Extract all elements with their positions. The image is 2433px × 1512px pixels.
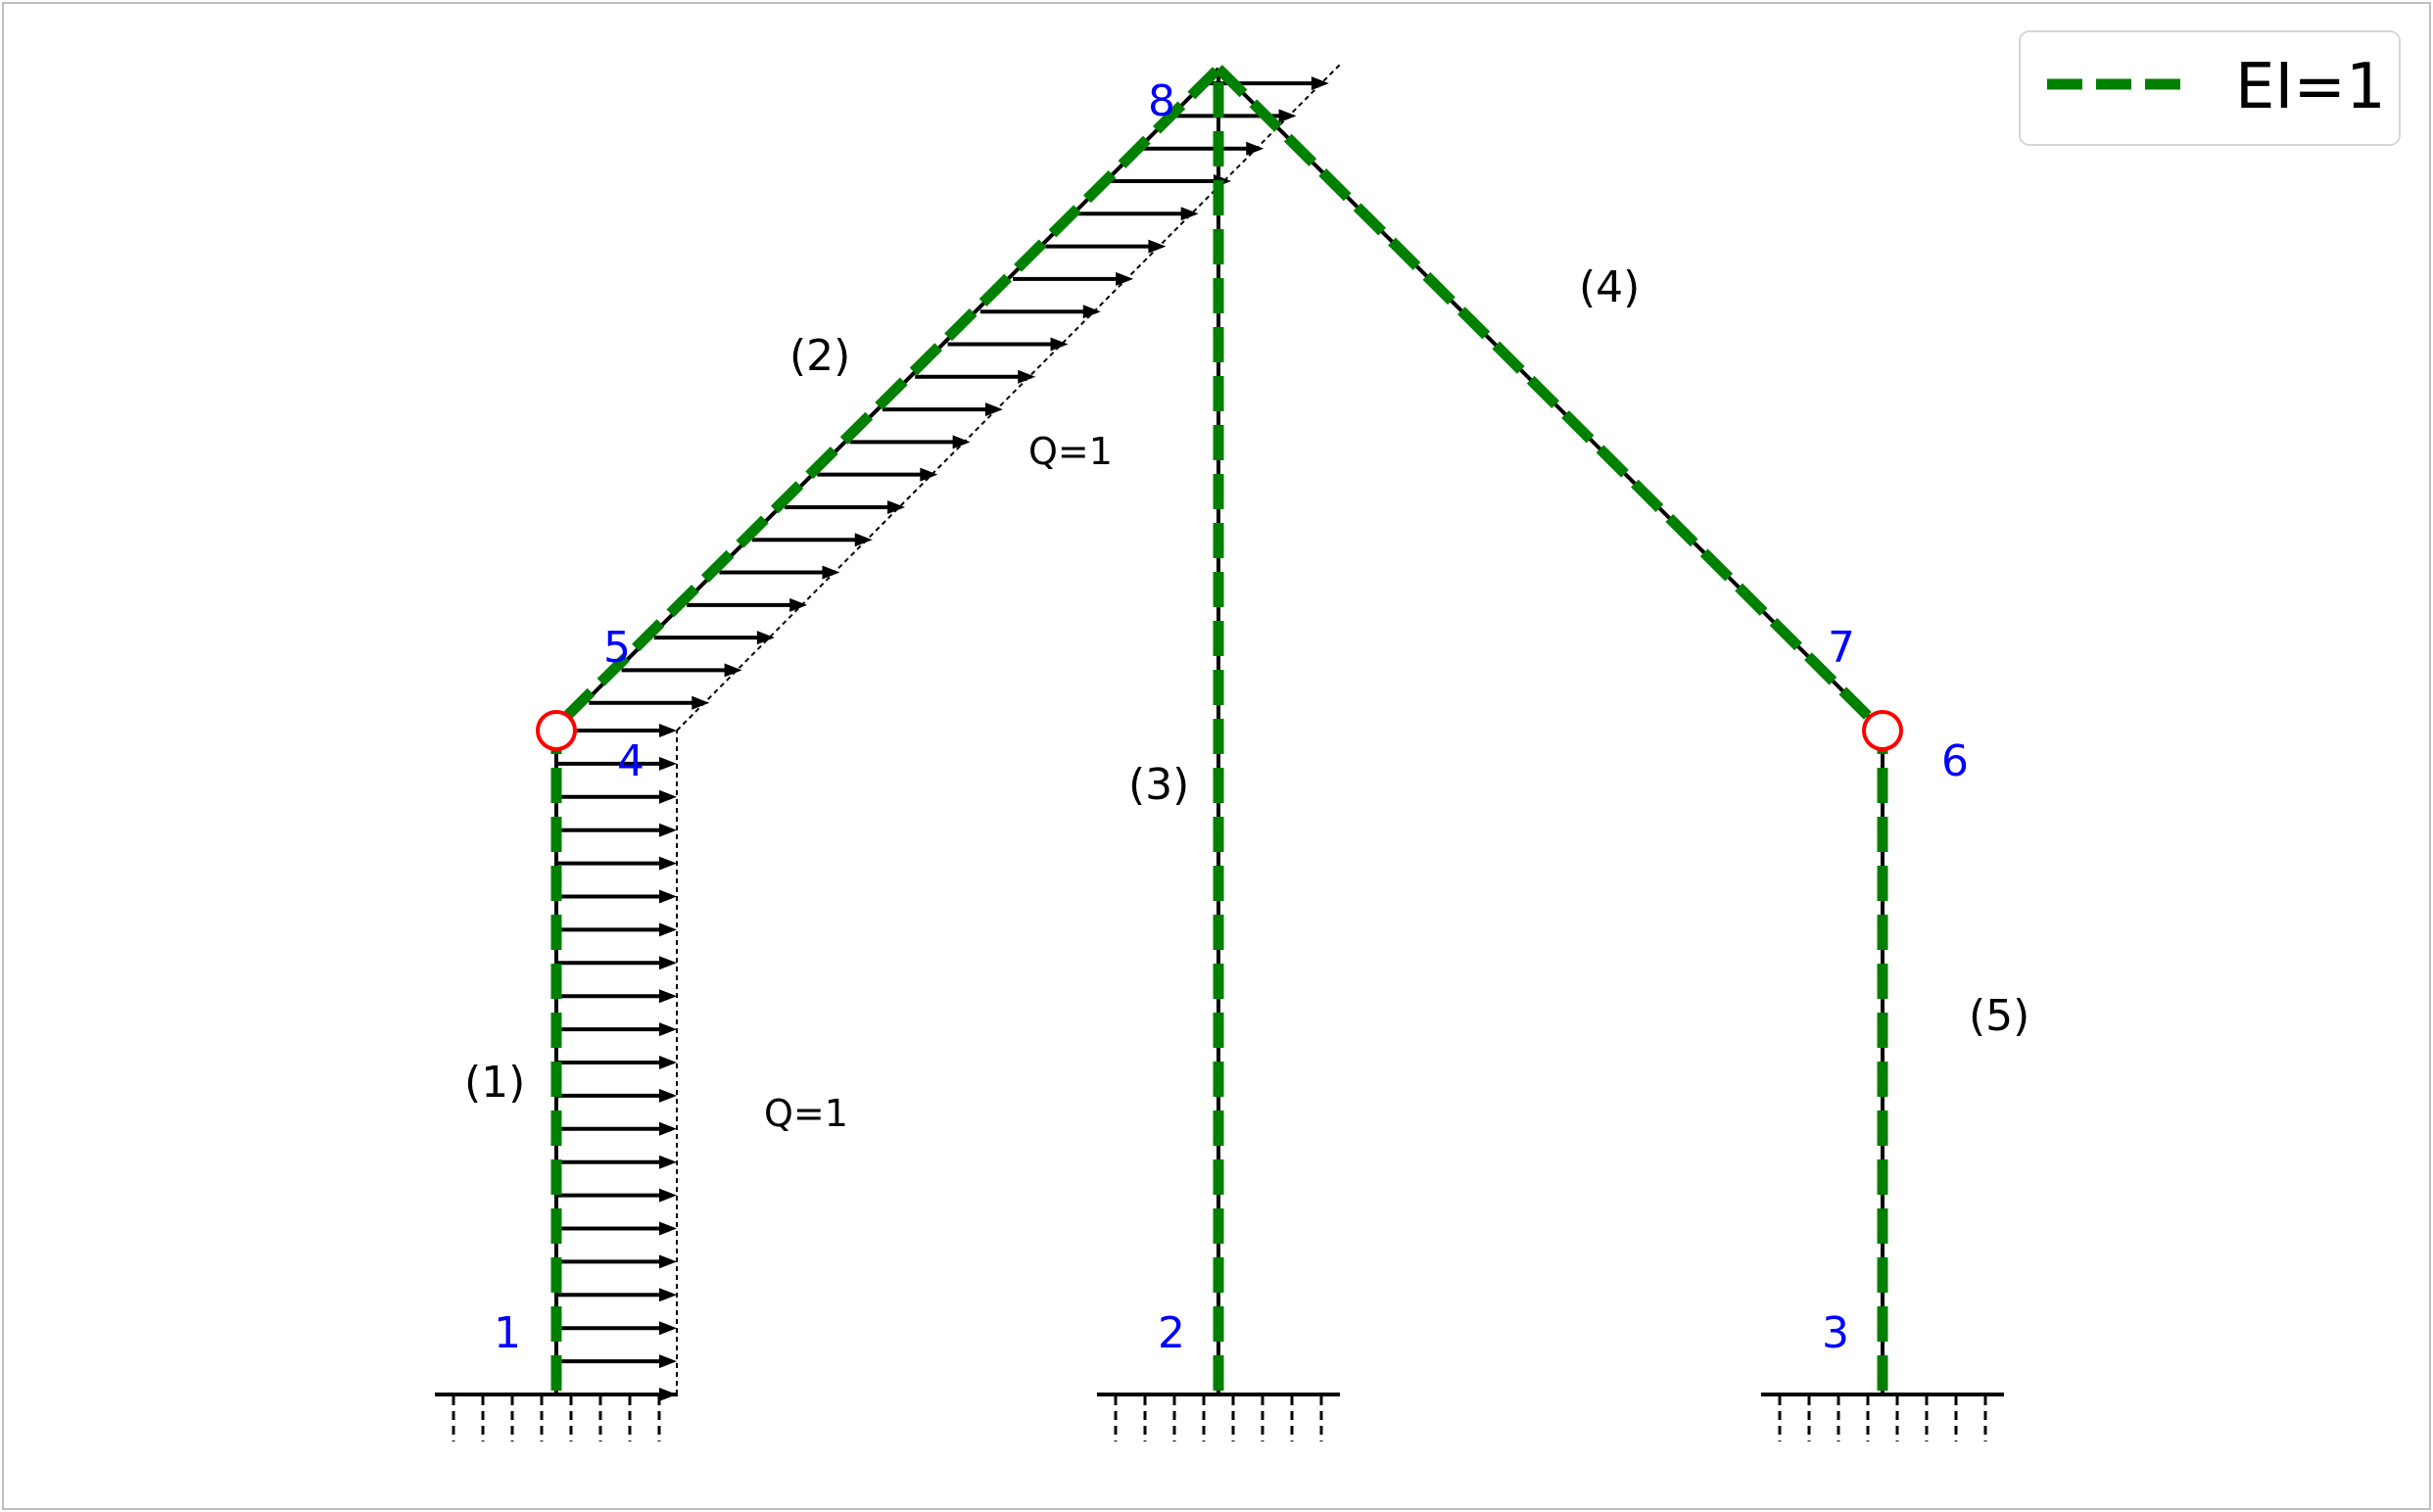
member-label-3: (3)	[1128, 760, 1189, 810]
load-arrow-member-1	[556, 1022, 677, 1037]
load-label-member-1: Q=1	[764, 1092, 848, 1135]
load-arrow-member-1	[556, 1155, 677, 1169]
load-arrow-member-2	[1045, 239, 1167, 254]
node-label-6: 6	[1941, 736, 1969, 786]
load-arrow-member-2	[947, 337, 1069, 352]
node-label-8: 8	[1148, 76, 1175, 126]
load-arrow-member-2	[785, 499, 906, 514]
load-arrow-member-1	[556, 956, 677, 970]
node-label-2: 2	[1158, 1308, 1185, 1358]
supports-layer	[435, 1393, 2004, 1441]
ei-overlay-member-2	[562, 65, 1222, 721]
load-arrow-member-1	[556, 1321, 677, 1336]
load-arrow-member-2	[849, 435, 971, 449]
load-arrow-member-1	[556, 1254, 677, 1269]
load-arrow-member-1	[556, 1088, 677, 1103]
load-label-member-2: Q=1	[1028, 430, 1113, 473]
legend-label: EI=1	[2235, 51, 2386, 123]
fixed-support-3	[1761, 1393, 2004, 1441]
hinge-node-4	[536, 710, 577, 751]
member-label-5: (5)	[1969, 991, 2029, 1041]
load-arrow-member-1	[556, 1354, 677, 1369]
stiffness-overlay-layer	[550, 65, 1888, 1391]
load-envelope-member-2	[676, 64, 1341, 732]
load-arrow-member-1	[556, 789, 677, 804]
load-arrow-member-2	[687, 597, 808, 612]
hinge-node-6	[1862, 710, 1903, 751]
load-arrow-member-1	[556, 922, 677, 937]
loads-layer	[556, 64, 1341, 1401]
load-arrow-member-1	[556, 856, 677, 871]
load-arrow-member-2	[589, 695, 710, 710]
load-arrow-member-1	[556, 1056, 677, 1069]
load-arrow-member-2	[719, 565, 840, 580]
member-label-1: (1)	[464, 1058, 525, 1108]
load-arrow-member-2	[979, 305, 1101, 319]
member-label-4: (4)	[1579, 262, 1640, 312]
load-arrow-member-2	[915, 369, 1036, 384]
load-arrow-member-2	[653, 631, 775, 645]
load-arrow-member-1	[556, 1188, 677, 1203]
load-arrow-member-2	[817, 467, 938, 482]
load-arrow-member-1	[556, 756, 677, 771]
node-label-3: 3	[1822, 1308, 1849, 1358]
ei-overlay-member-4	[1215, 65, 1875, 723]
load-arrow-member-1	[556, 889, 677, 904]
node-label-1: 1	[494, 1308, 521, 1358]
load-arrow-member-2	[751, 533, 873, 547]
node-label-4: 4	[617, 736, 644, 786]
legend-box	[2019, 30, 2401, 146]
load-arrow-member-1	[556, 1288, 677, 1302]
legend: EI=1	[2019, 30, 2401, 146]
member-label-2: (2)	[789, 331, 850, 381]
load-arrow-member-2	[621, 663, 742, 678]
node-label-7: 7	[1828, 623, 1855, 673]
load-arrow-member-1	[556, 1221, 677, 1236]
load-arrow-member-1	[556, 1388, 677, 1401]
load-arrow-member-2	[1077, 207, 1199, 221]
load-arrow-member-2	[882, 402, 1003, 417]
load-arrow-member-1	[556, 823, 677, 837]
node-label-5: 5	[603, 623, 631, 673]
load-arrow-member-1	[556, 989, 677, 1004]
load-arrow-member-1	[556, 1121, 677, 1136]
fixed-support-1	[435, 1393, 678, 1441]
fixed-support-2	[1097, 1393, 1340, 1441]
load-arrow-member-2	[1013, 271, 1134, 286]
load-arrow-member-2	[1143, 141, 1264, 156]
